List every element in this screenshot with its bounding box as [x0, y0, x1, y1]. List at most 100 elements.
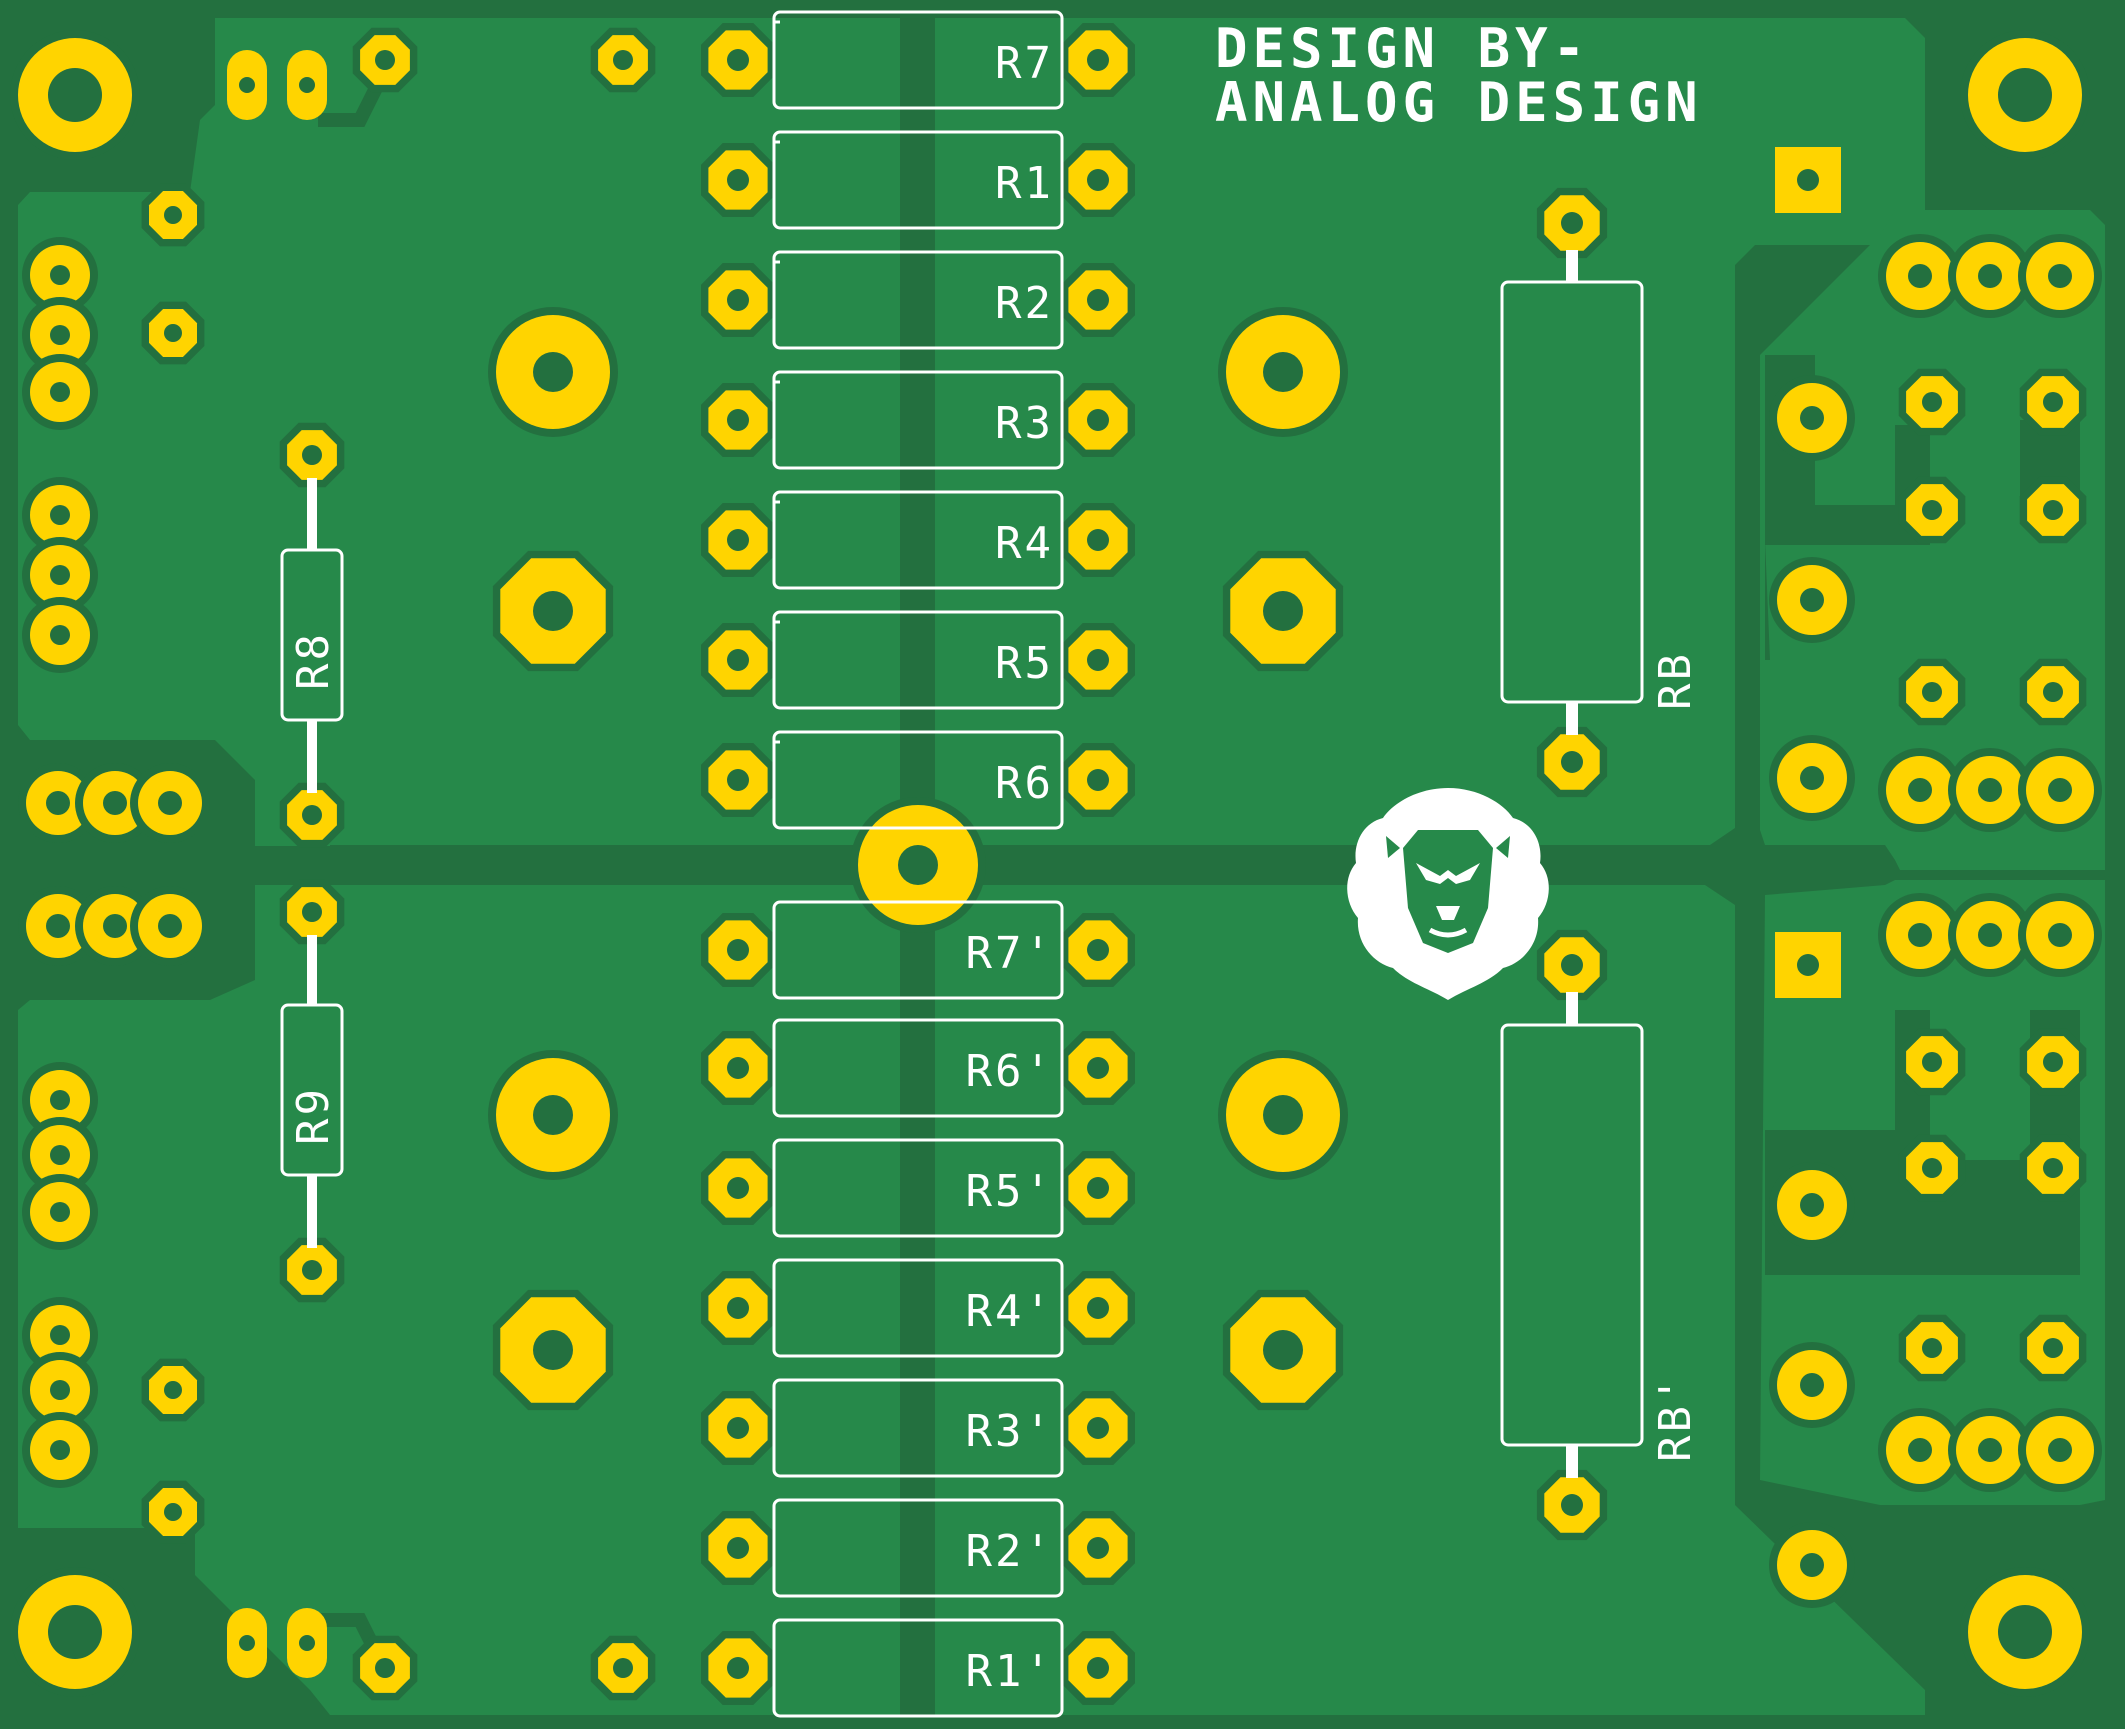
resistor-label-top-3: R2: [995, 278, 1054, 329]
resistor-pad-right-11-hole: [1087, 1297, 1109, 1319]
resistor-pad-left-13-hole: [727, 1537, 749, 1559]
left-connector-pad-8-hole: [50, 1145, 70, 1165]
large-octagon-pad-1-hole: [533, 591, 573, 631]
resistor-body-bottom-4: [772, 1258, 1064, 1358]
credit-line-1: DESIGN BY-: [1215, 17, 1590, 80]
lion-head-logo: [1347, 788, 1549, 1000]
lion-ear-left: [1386, 836, 1400, 858]
right-square-pad-1-hole: [1797, 169, 1819, 191]
large-octagon-pad-2-hole: [1263, 591, 1303, 631]
right-triple-pad-6-hole: [2048, 778, 2072, 802]
resistor-pad-right-14-hole: [1087, 1657, 1109, 1679]
rb-pad-top-hole: [1561, 212, 1583, 234]
right-square-pad-2-hole: [1797, 954, 1819, 976]
large-round-pad-1-hole: [533, 352, 573, 392]
right-small-pad-10-hole: [2043, 1158, 2063, 1178]
right-small-pad-2-hole: [2043, 392, 2063, 412]
resistor-label-bottom-6: R2': [966, 1526, 1054, 1577]
resistor-pad-right-5-hole: [1087, 529, 1109, 551]
large-round-pad-2-hole: [1263, 352, 1303, 392]
right-round-pad-6-hole: [1800, 1553, 1824, 1577]
isolation-cutout-right-5: [1765, 540, 1770, 660]
resistor-label-top-4: R3: [995, 398, 1054, 449]
r8-pad-top-hole: [302, 445, 322, 465]
resistor-label-top-5: R4: [995, 518, 1054, 569]
right-small-pad-8-hole: [2043, 1052, 2063, 1072]
right-small-pad-11-hole: [1922, 1338, 1942, 1358]
left-connector-pad-11-hole: [50, 1380, 70, 1400]
copper-pour-bottom-middle: [935, 885, 1925, 1715]
copper-pour-top-left: [18, 18, 900, 848]
silkscreen-group: R7R1R2R3R4R5R6R7'R6'R5'R4'R3'R2'R1'R8R9R…: [280, 10, 1701, 1718]
right-triple-pad-10-hole: [1908, 1438, 1932, 1462]
credit-line-2: ANALOG DESIGN: [1215, 71, 1703, 134]
resistor-pad-right-2-hole: [1087, 169, 1109, 191]
resistor-pad-right-8-hole: [1087, 939, 1109, 961]
resistor-pad-left-12-hole: [727, 1417, 749, 1439]
right-triple-pad-11-hole: [1978, 1438, 2002, 1462]
resistor-body-bottom-5: [772, 1378, 1064, 1478]
resistor-pad-left-14-hole: [727, 1657, 749, 1679]
right-round-pad-1-hole: [1800, 406, 1824, 430]
r8-label: R8: [288, 631, 339, 690]
right-small-pad-4-hole: [2043, 500, 2063, 520]
left-connector-pad-5-hole: [50, 565, 70, 585]
pad-group: [10, 23, 2102, 1705]
lion-ear-right: [1496, 836, 1510, 858]
large-round-pad-3-hole: [533, 1095, 573, 1135]
resistor-pad-left-10-hole: [727, 1177, 749, 1199]
rb-prime-pad-bottom-hole: [1561, 1494, 1583, 1516]
isolation-channel-center-bottom: [905, 890, 930, 1710]
resistor-pad-left-2-hole: [727, 169, 749, 191]
r9-pad-top-hole: [302, 902, 322, 922]
pill-pad-bottom-1-hole: [239, 1635, 255, 1651]
resistor-pad-left-11-hole: [727, 1297, 749, 1319]
resistor-pad-left-8-hole: [727, 939, 749, 961]
resistor-body-bottom-2: [772, 1018, 1064, 1118]
resistor-body-bottom-7: [772, 1618, 1064, 1718]
small-pad-top-1-hole: [375, 50, 395, 70]
resistor-pad-left-4-hole: [727, 409, 749, 431]
r9-pad-bottom-hole: [302, 1260, 322, 1280]
left-connector-pad-6-hole: [50, 625, 70, 645]
left-connector-pad-1-hole: [50, 265, 70, 285]
left-connector-pad-9-hole: [50, 1202, 70, 1222]
right-small-pad-9-hole: [1922, 1158, 1942, 1178]
resistor-body-bottom-3: [772, 1138, 1064, 1238]
pill-pad-top-2-hole: [299, 77, 315, 93]
left-connector-pad-12-hole: [50, 1440, 70, 1460]
small-pad-bottom-1-hole: [375, 1658, 395, 1678]
resistor-body-top-2: [772, 130, 1064, 230]
lion-face: [1403, 830, 1493, 953]
left-connector-pad-10-hole: [50, 1325, 70, 1345]
rb-pad-bottom-hole: [1561, 751, 1583, 773]
pill-pad-bottom-2-hole: [299, 1635, 315, 1651]
resistor-body-top-7: [772, 730, 1064, 830]
resistor-label-top-7: R6: [995, 758, 1054, 809]
lion-brow: [1416, 863, 1480, 884]
pill-pad-top-1-hole: [239, 77, 255, 93]
resistor-body-bottom-6: [772, 1498, 1064, 1598]
left-small-pad-2-hole: [164, 324, 182, 342]
resistor-label-top-1: R7: [995, 38, 1054, 89]
r9-label: R9: [288, 1086, 339, 1145]
resistor-label-top-2: R1: [995, 158, 1054, 209]
right-triple-pad-9-hole: [2048, 923, 2072, 947]
isolation-channel-center-top: [905, 30, 930, 840]
right-triple-pad-12-hole: [2048, 1438, 2072, 1462]
rb-label: RB: [1650, 651, 1701, 710]
resistor-body-top-4: [772, 370, 1064, 470]
resistor-body-top-3: [772, 250, 1064, 350]
large-octagon-pad-4-hole: [1263, 1330, 1303, 1370]
resistor-label-top-6: R5: [995, 638, 1054, 689]
right-triple-pad-4-hole: [1908, 778, 1932, 802]
resistor-pad-left-1-hole: [727, 49, 749, 71]
copper-pour-group: [18, 18, 2105, 1715]
mounting-hole-2-hole: [1998, 68, 2052, 122]
right-round-pad-2-hole: [1800, 588, 1824, 612]
left-connector-pad-4-hole: [50, 505, 70, 525]
resistor-pad-right-12-hole: [1087, 1417, 1109, 1439]
right-triple-pad-1-hole: [1908, 264, 1932, 288]
resistor-label-bottom-4: R4': [966, 1286, 1054, 1337]
left-triple-pad-6-hole: [158, 914, 182, 938]
